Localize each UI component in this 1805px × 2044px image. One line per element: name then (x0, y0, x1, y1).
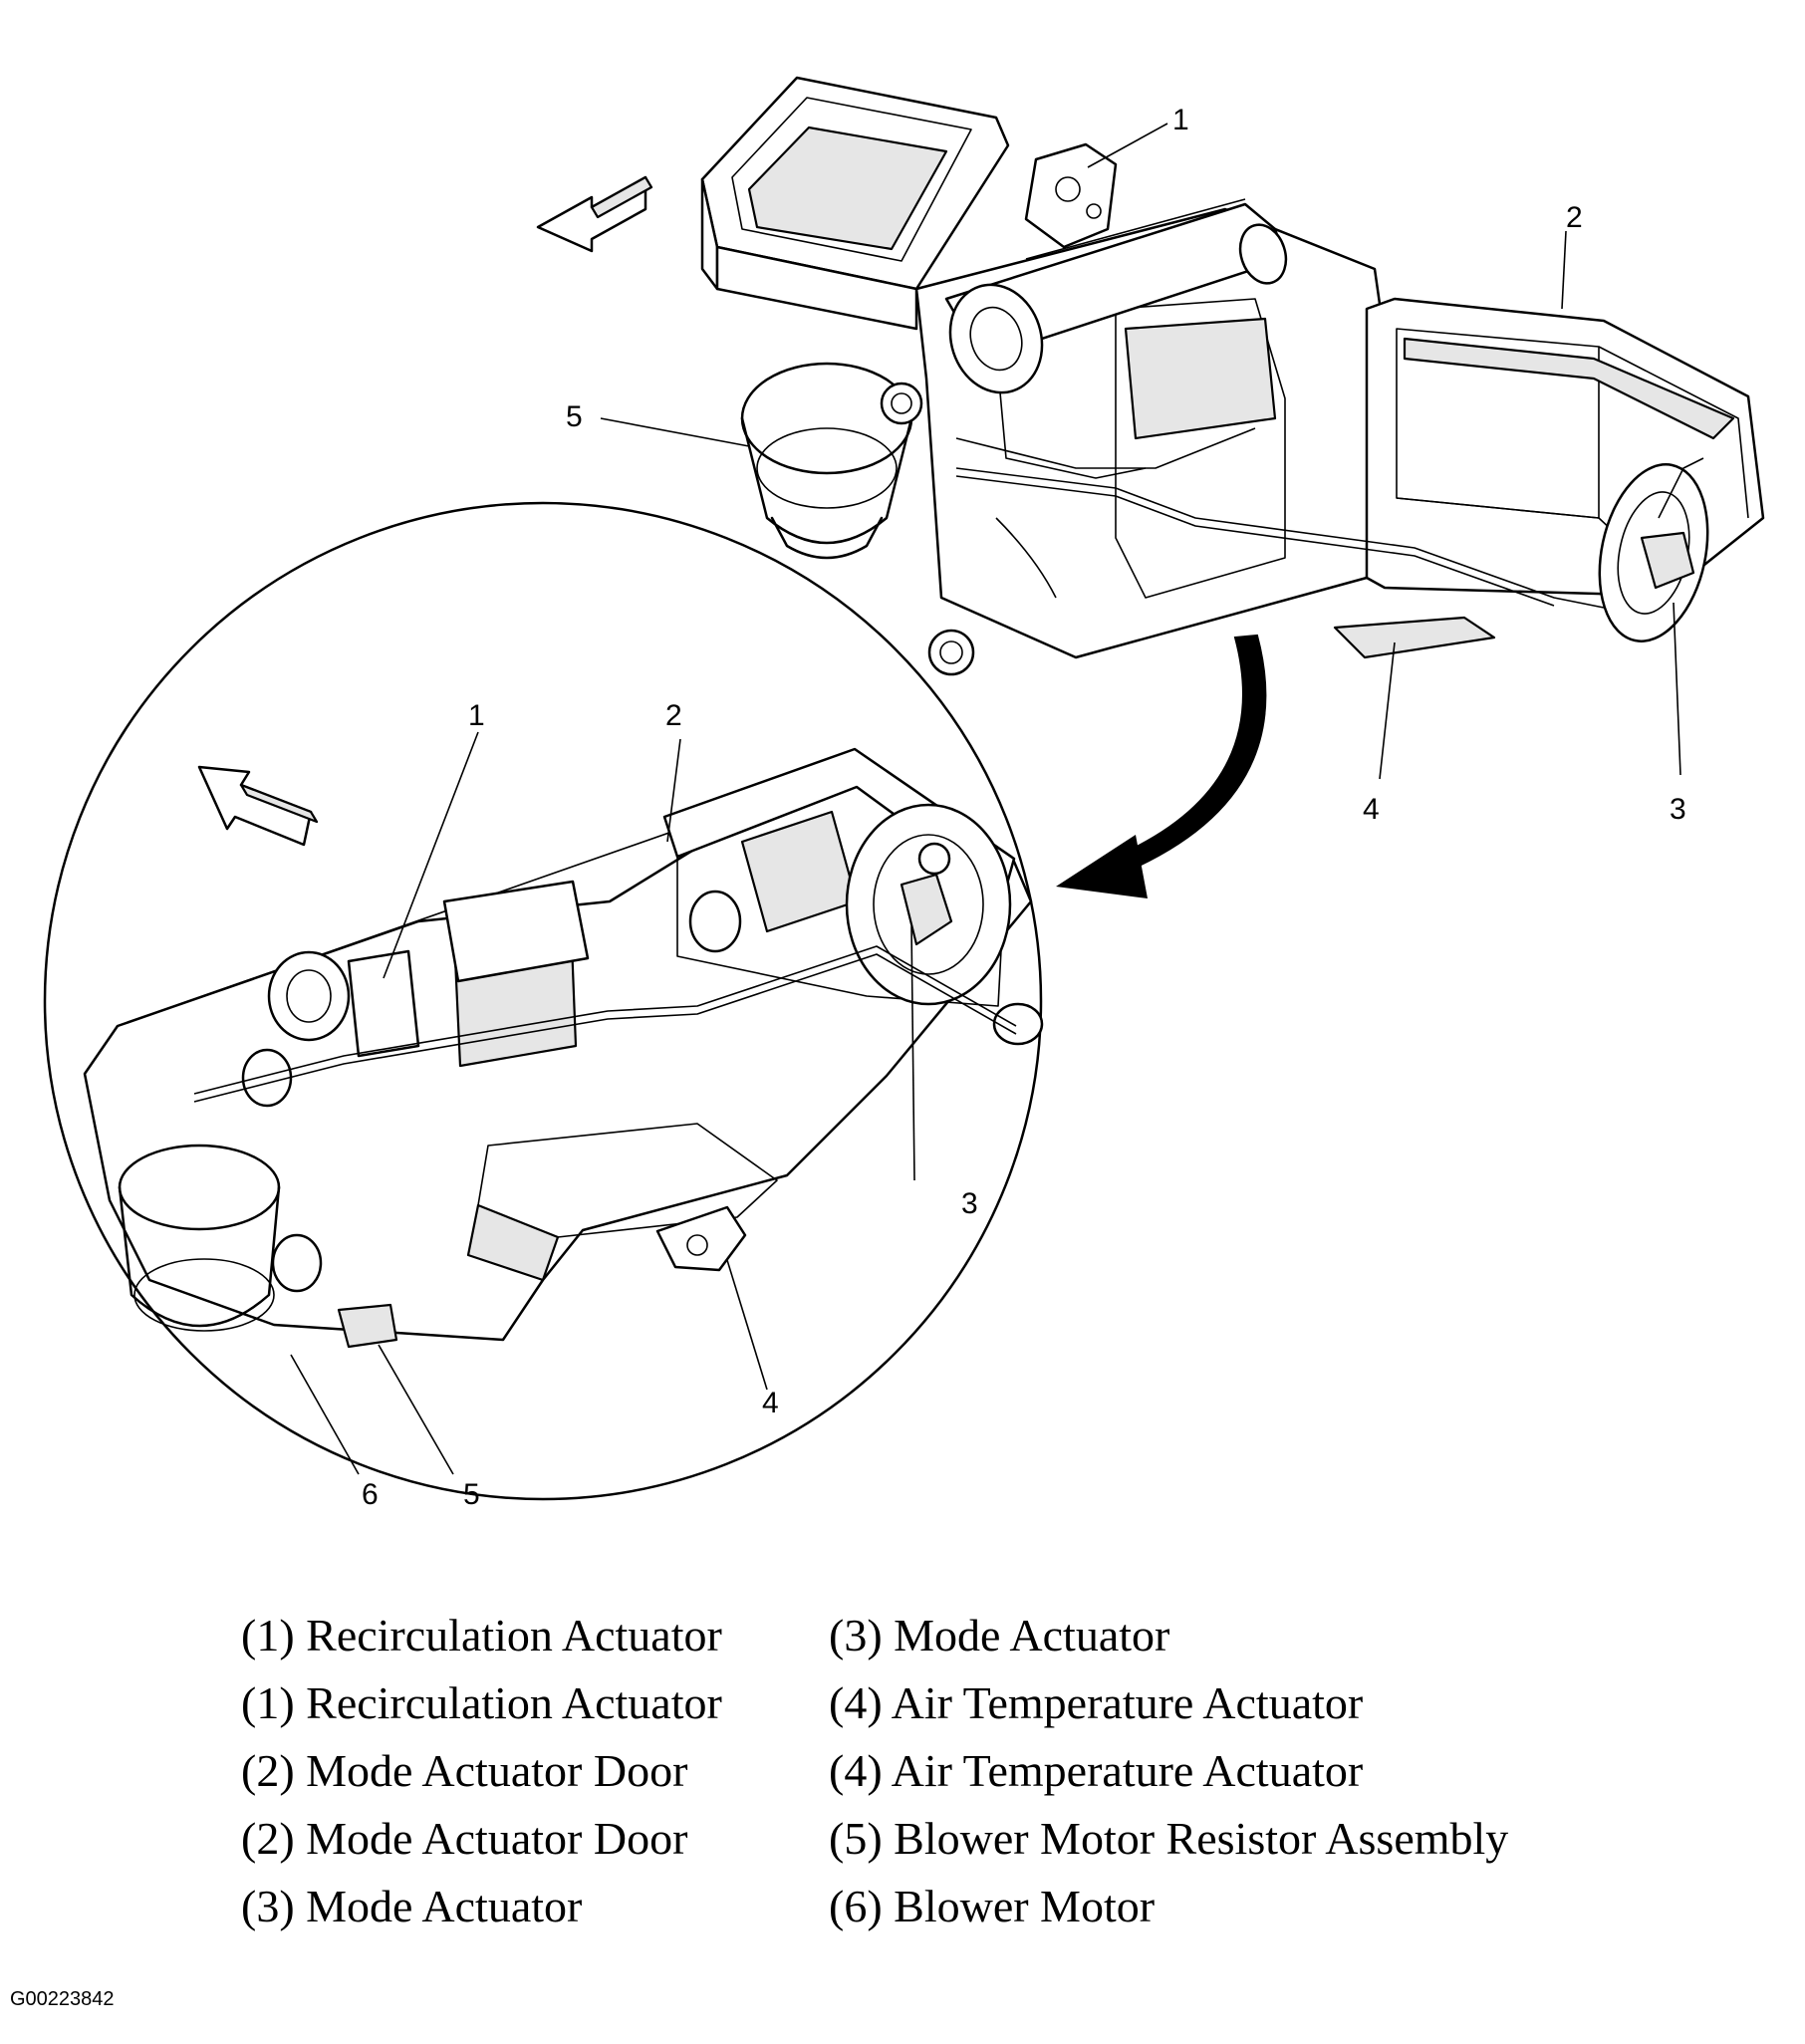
blower-motor-housing (740, 362, 913, 560)
legend-item: (6) Blower Motor (829, 1881, 1156, 1931)
legend-item: (2) Mode Actuator Door (241, 1813, 688, 1864)
callout-detail-4: 4 (762, 1387, 779, 1419)
callout-detail-2: 2 (665, 699, 682, 732)
callout-numbers: 1 2 3 4 5 1 2 3 4 5 6 (362, 104, 1686, 1511)
upper-duct-cylinder (944, 198, 1288, 394)
callout-top-2: 2 (1566, 201, 1583, 234)
legend-item: (4) Air Temperature Actuator (829, 1677, 1364, 1728)
legend-item: (2) Mode Actuator Door (241, 1745, 688, 1796)
detail-recirculation-actuator (267, 949, 420, 1058)
callout-detail-3: 3 (961, 1187, 978, 1220)
legend-item: (4) Air Temperature Actuator (829, 1745, 1364, 1796)
direction-arrow-icon (536, 175, 653, 253)
detail-blower-motor (118, 1144, 281, 1332)
callout-top-5: 5 (566, 400, 583, 433)
callout-detail-5: 5 (463, 1478, 480, 1511)
legend-item: (1) Recirculation Actuator (241, 1677, 722, 1728)
detail-mode-actuator (845, 803, 1012, 1006)
legend-right-column: (3) Mode Actuator (4) Air Temperature Ac… (829, 1602, 1508, 1940)
callout-top-1: 1 (1172, 104, 1189, 136)
callout-top-4: 4 (1363, 793, 1380, 826)
detail-circle-view (43, 501, 1044, 1501)
hvac-module-top-view (536, 76, 1765, 898)
figure-id: G00223842 (10, 1988, 115, 2010)
detail-direction-arrow-icon (197, 765, 319, 847)
legend-left-column: (1) Recirculation Actuator (1) Recircula… (241, 1602, 722, 1940)
mode-actuator-top (1598, 457, 1709, 642)
callout-detail-1: 1 (468, 699, 485, 732)
legend-item: (3) Mode Actuator (241, 1881, 583, 1931)
legend-item: (5) Blower Motor Resistor Assembly (829, 1813, 1509, 1864)
callout-top-3: 3 (1670, 793, 1686, 826)
detail-transition-arrow-icon (1056, 634, 1267, 898)
callout-detail-6: 6 (362, 1478, 379, 1511)
legend-item: (3) Mode Actuator (829, 1610, 1170, 1661)
detail-nozzle-fittings (241, 890, 1044, 1293)
legend-item: (1) Recirculation Actuator (241, 1610, 722, 1661)
recirculation-actuator-top (1024, 142, 1118, 249)
hvac-module-diagram: 1 2 3 4 5 1 2 3 4 5 6 (43, 76, 1765, 1511)
